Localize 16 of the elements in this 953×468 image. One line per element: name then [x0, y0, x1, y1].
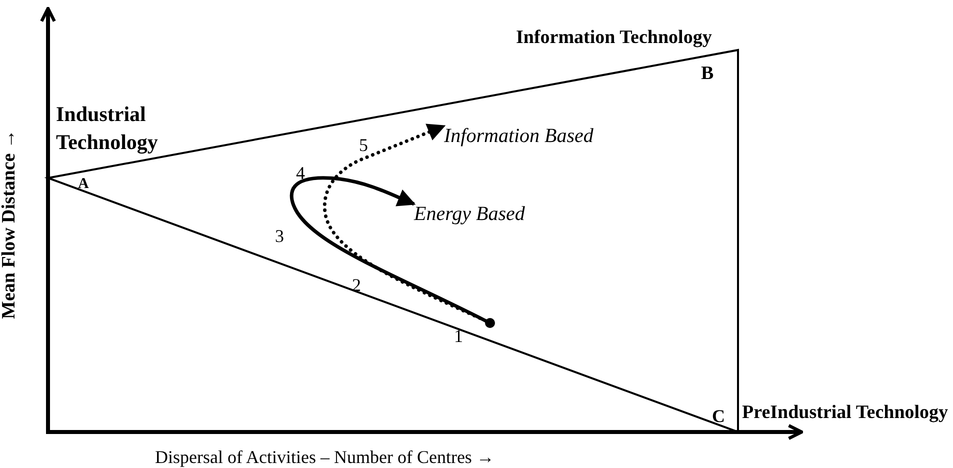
- text-label: C: [712, 405, 725, 428]
- arrow: [290, 176, 486, 322]
- text-label: PreIndustrial Technology: [742, 401, 948, 425]
- axis-title: Dispersal of Activities – Number of Centres →: [155, 446, 494, 468]
- arrow: [322, 124, 488, 322]
- axis-title: Mean Flow Distance →: [0, 130, 20, 319]
- text-label: Information Technology: [516, 26, 712, 50]
- text-label: Industrial Technology: [56, 101, 159, 156]
- text-label: A: [78, 175, 89, 194]
- text-label: 5: [359, 134, 368, 157]
- path-label: Energy Based: [414, 202, 526, 227]
- text-label: 4: [296, 162, 305, 185]
- path-label: Information Based: [444, 124, 594, 149]
- text-label: 1: [454, 325, 463, 348]
- text-label: 3: [275, 225, 284, 248]
- text-label: B: [701, 62, 714, 86]
